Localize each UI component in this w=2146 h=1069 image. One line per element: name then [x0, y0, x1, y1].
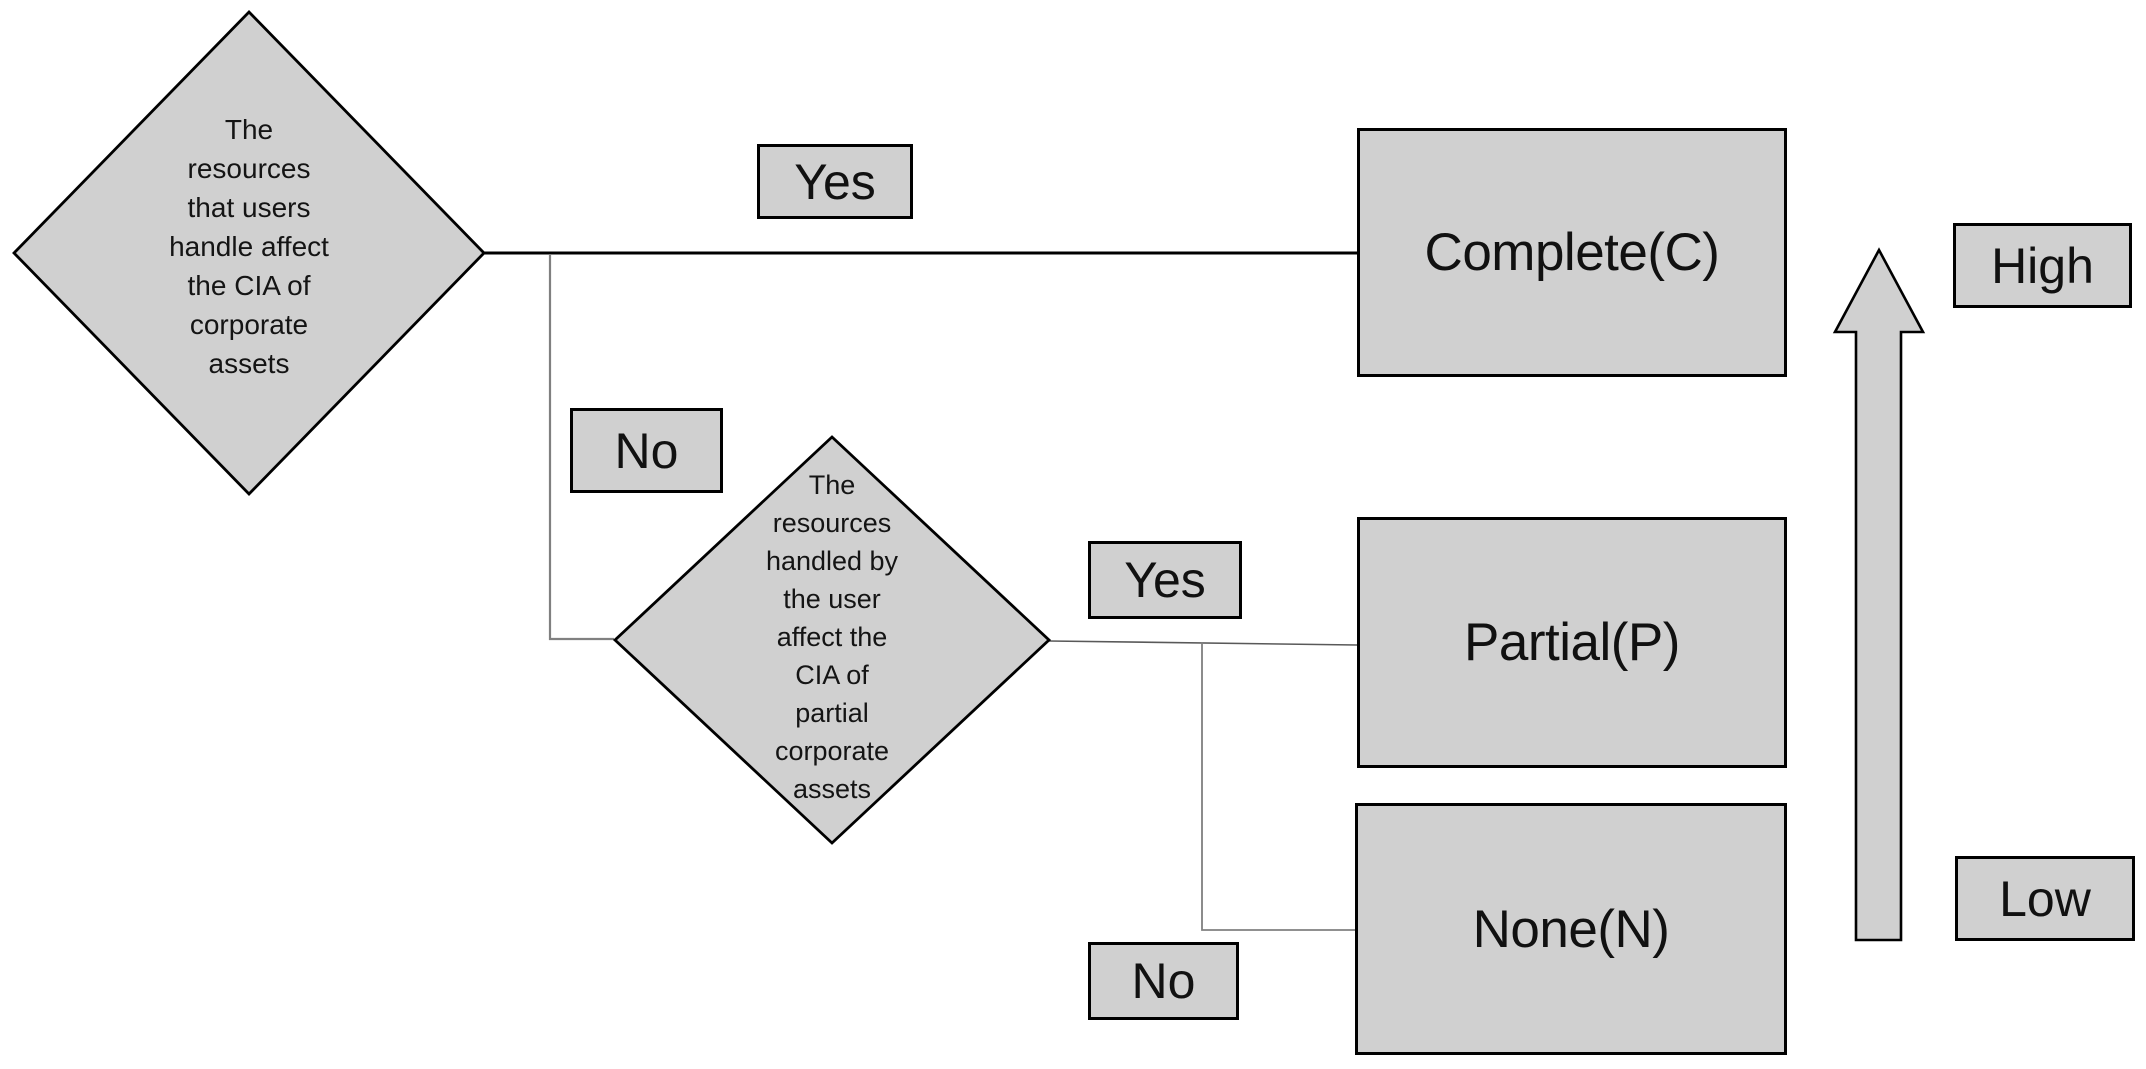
edge-line-yes-2	[1048, 640, 1358, 646]
scale-label-high: High	[1953, 223, 2132, 308]
outcome-box-partial: Partial(P)	[1357, 517, 1787, 768]
outcome-box-none: None(N)	[1355, 803, 1787, 1055]
up-arrow	[1832, 247, 1926, 942]
edge-label-yes-1: Yes	[757, 144, 913, 219]
decision-diamond-2	[612, 435, 1052, 845]
outcome-box-complete: Complete(C)	[1357, 128, 1787, 377]
edge-label-no-2: No	[1088, 942, 1239, 1020]
edge-line-no-2	[1201, 642, 1356, 931]
decision-1-text: The resources that users handle affect t…	[169, 114, 329, 379]
edge-line-no-1	[548, 254, 614, 641]
scale-label-low: Low	[1955, 856, 2135, 941]
decision-diamond-1	[12, 9, 486, 497]
decision-2-text: The resources handled by the user affect…	[765, 470, 899, 804]
edge-label-no-1: No	[570, 408, 723, 493]
edge-label-yes-2: Yes	[1088, 541, 1242, 619]
